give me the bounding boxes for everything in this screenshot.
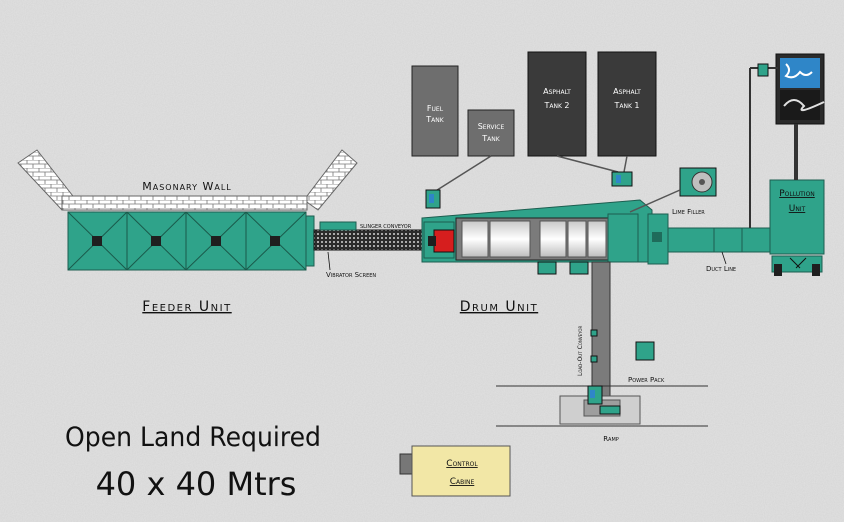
asphalt-tank-2-label-line1: Asphalt xyxy=(543,87,571,96)
load-out-conveyor xyxy=(590,261,611,409)
exhaust-stack xyxy=(749,53,825,228)
open-land-size: 40 x 40 Mtrs xyxy=(96,465,297,503)
ramp xyxy=(496,385,708,427)
asphalt-tank-1 xyxy=(597,51,657,157)
power-pack xyxy=(635,341,655,361)
lime-filler xyxy=(629,167,717,213)
control-cabine-label-line1: Control xyxy=(446,459,478,469)
asphalt-line-2 xyxy=(623,155,628,173)
fuel-line xyxy=(433,155,492,193)
control-cabine xyxy=(399,445,511,497)
feeder-unit xyxy=(67,211,315,271)
ramp-label: Ramp xyxy=(603,435,619,443)
service-tank-label-line2: Tank xyxy=(481,134,500,143)
masonry-wall xyxy=(17,149,358,211)
fuel-tank-label-line2: Tank xyxy=(425,115,444,124)
vibrator-screen-label: Vibrator Screen xyxy=(326,271,376,279)
asphalt-tank-2 xyxy=(527,51,587,157)
pollution-unit xyxy=(769,179,825,276)
drum-unit xyxy=(421,189,669,275)
power-pack-label: Power Pack xyxy=(628,376,665,384)
asphalt-tank-1-label-line2: Tank 1 xyxy=(613,101,639,110)
open-land-title: Open Land Required xyxy=(65,422,321,453)
masonry-wall-label: Masonary Wall xyxy=(142,180,232,193)
pollution-unit-label-line1: Pollution xyxy=(779,189,815,199)
asphalt-line xyxy=(556,155,619,173)
feeder-unit-label: Feeder Unit xyxy=(142,299,231,315)
duct-line xyxy=(667,227,773,253)
pollution-unit-label-line2: Unit xyxy=(789,204,806,214)
fuel-tank xyxy=(411,65,459,157)
asphalt-tank-1-label-line1: Asphalt xyxy=(613,87,641,96)
service-tank-label-line1: Service xyxy=(478,122,505,131)
load-out-conveyor-label: Load-Out Conveyor xyxy=(577,325,584,376)
asphalt-tank-2-label-line2: Tank 2 xyxy=(543,101,569,110)
drum-unit-label: Drum Unit xyxy=(460,299,538,315)
service-tank xyxy=(467,109,515,157)
duct-line-pointer xyxy=(721,251,727,265)
vibrator-screen-pointer xyxy=(327,251,331,271)
duct-line-label: Duct Line xyxy=(706,265,736,273)
fuel-tank-label-line1: Fuel xyxy=(427,104,444,113)
slinger-conveyor-label: Slinger Conveyor xyxy=(360,224,412,230)
asphalt-pump xyxy=(611,171,633,187)
control-cabine-label-line2: Cabine xyxy=(450,477,475,487)
lime-filler-label: Lime Filler xyxy=(672,208,705,216)
